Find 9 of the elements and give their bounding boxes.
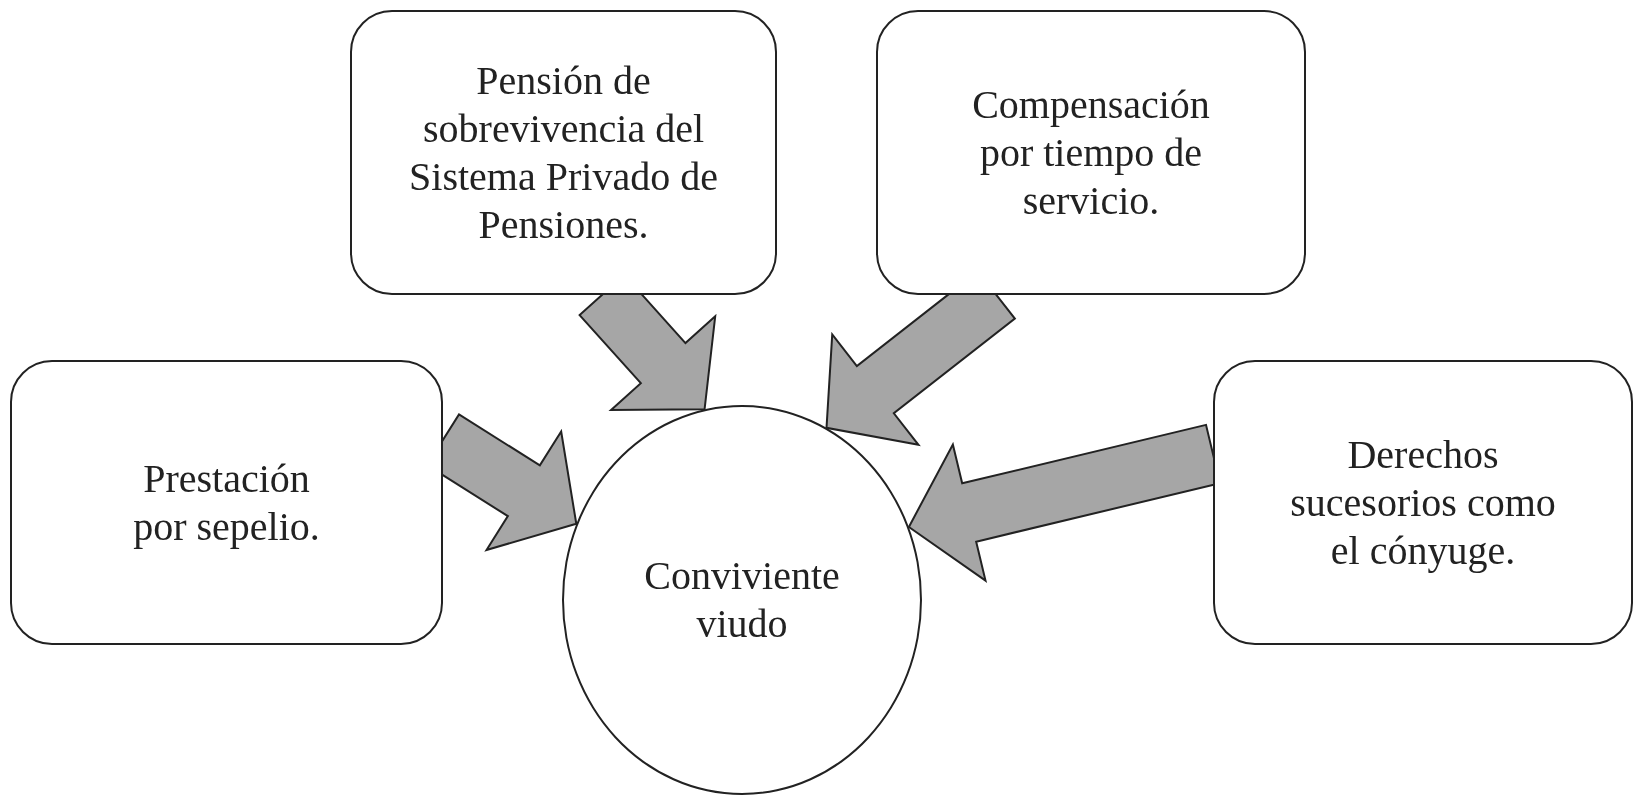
rounded-box <box>1213 360 1633 645</box>
rounded-box <box>350 10 777 295</box>
node-text: Conviviente viudo <box>643 552 841 648</box>
rounded-box <box>10 360 443 645</box>
node-text: Derechos sucesorios como el cónyuge. <box>1289 430 1557 575</box>
node-text: Prestación por sepelio. <box>132 454 321 551</box>
rounded-box <box>876 10 1306 295</box>
node-text: Compensación por tiempo de servicio. <box>971 80 1211 225</box>
node-text: Pensión de sobrevivencia del Sistema Privado de Pensiones. <box>408 56 719 249</box>
